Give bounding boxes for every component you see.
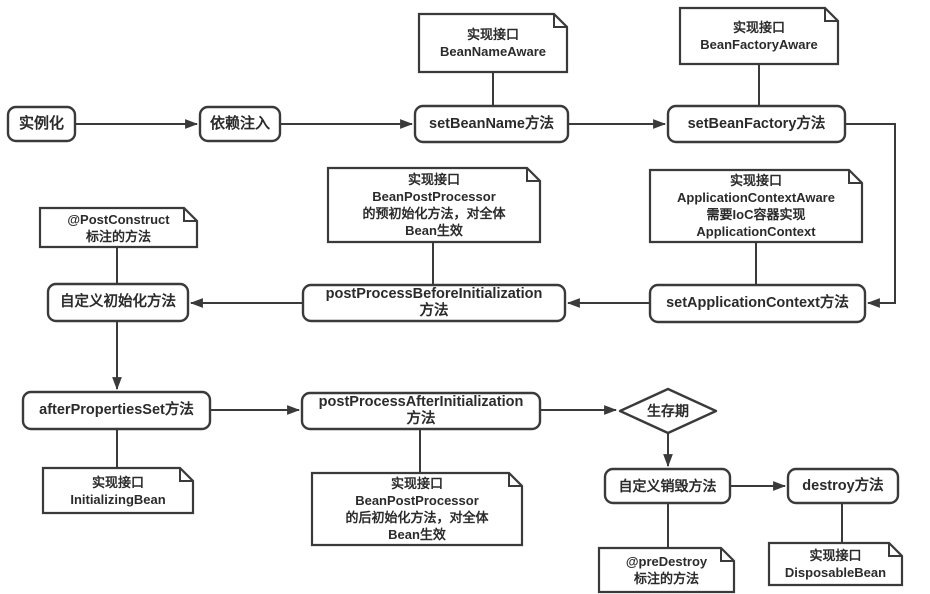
disposable-bean-note [767,541,904,587]
bean-factory-aware-note-fold [824,8,838,22]
application-context-aware-note [648,168,864,244]
dependency-injection-node [198,105,282,143]
bpp-post-note [310,471,524,547]
destroy-node [786,467,900,505]
initializing-bean-note-fold [179,468,193,482]
bean-name-aware-note-fold [553,14,567,28]
lifetime-decision-node [618,387,718,435]
set-bean-factory-node [666,104,847,144]
post-construct-note [38,206,199,249]
after-properties-set-node [21,390,212,431]
instantiate-node [6,105,77,143]
pre-destroy-note-fold [720,548,734,562]
pre-destroy-note [597,546,736,594]
bpp-post-note-fold [508,473,522,487]
post-process-before-init-node [301,283,567,323]
bpp-pre-note [326,166,542,244]
connector-setbeanfactory-to-setapplicationcontext-arrow [845,123,896,308]
application-context-aware-note-fold [848,170,862,184]
bpp-pre-note-fold [526,168,540,182]
post-process-after-init-node [300,391,542,431]
set-bean-name-node [413,104,570,144]
initializing-bean-note [41,466,195,515]
set-application-context-node [648,283,867,324]
bean-name-aware-note [417,12,569,74]
custom-init-node [46,282,190,323]
post-construct-note-fold [183,208,197,222]
custom-destroy-node [603,467,732,505]
bean-factory-aware-note [678,6,840,66]
disposable-bean-note-fold [888,543,902,557]
